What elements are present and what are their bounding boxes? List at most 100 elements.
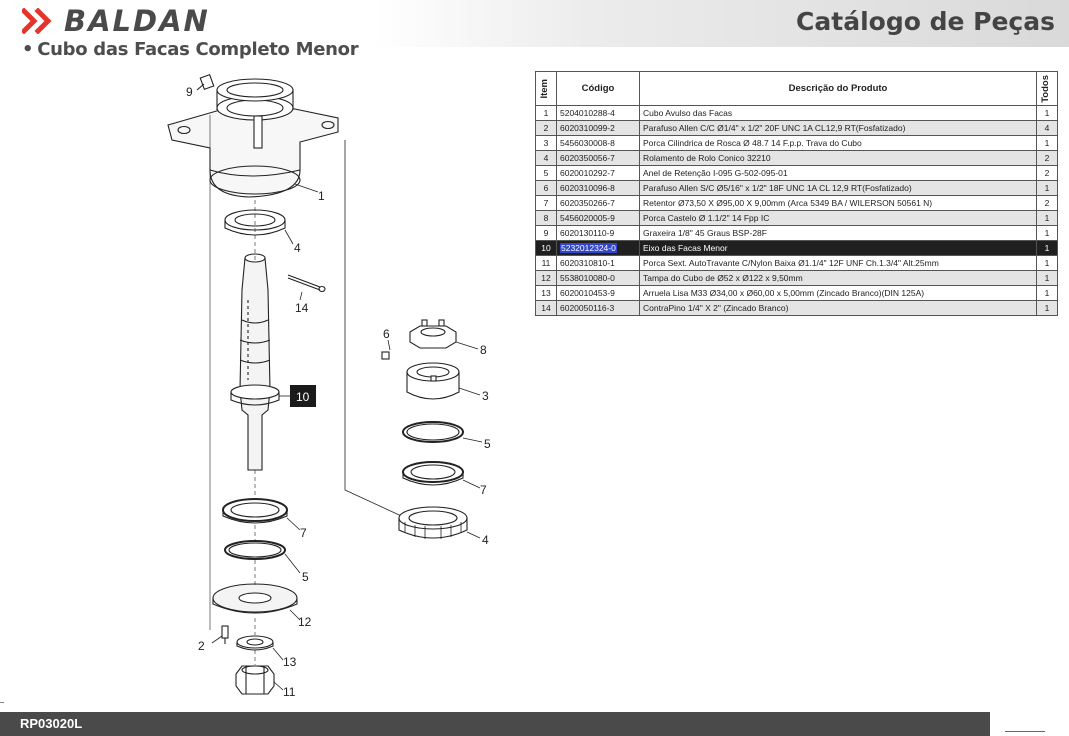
callout-7-right: 7 — [480, 483, 487, 497]
cell-qty: 2 — [1036, 150, 1058, 166]
cell-code: 5232012324-0 — [556, 240, 640, 256]
cell-item-text: 5 — [543, 167, 549, 178]
cell-qty-text: 2 — [1044, 197, 1050, 208]
part-cover — [212, 583, 298, 614]
cell-qty: 1 — [1036, 255, 1058, 271]
cell-item: 12 — [535, 270, 557, 286]
part-screw — [221, 625, 229, 644]
catalog-title: Catálogo de Peças — [796, 7, 1055, 36]
part-castle-nut — [409, 319, 457, 349]
cell-qty: 4 — [1036, 120, 1058, 136]
part-hub — [167, 78, 339, 198]
column-header-description: Descrição do Produto — [639, 71, 1037, 106]
callout-12: 12 — [298, 615, 312, 629]
cell-description: Porca Sext. AutoTravante C/Nylon Baixa Ø… — [639, 255, 1037, 271]
callout-3: 3 — [482, 389, 489, 403]
cell-code: 5204010288-4 — [556, 105, 640, 121]
cell-qty: 1 — [1036, 225, 1058, 241]
cell-description: Tampa do Cubo de Ø52 x Ø122 x 9,50mm — [639, 270, 1037, 286]
margin-tick — [0, 702, 4, 703]
callout-13: 13 — [283, 655, 297, 669]
cell-qty-text: 1 — [1044, 227, 1050, 238]
cell-item: 8 — [535, 210, 557, 226]
cell-code: 6020310099-2 — [556, 120, 640, 136]
cell-code: 6020050116-3 — [556, 300, 640, 316]
double-chevron-icon — [22, 8, 52, 34]
cell-code-text: 5538010080-0 — [560, 272, 615, 283]
cell-code-text: 6020130110-9 — [560, 227, 615, 238]
callout-10: 10 — [296, 390, 310, 404]
brand-logo: BALDAN — [22, 6, 210, 36]
cell-description-text: Rolamento de Rolo Conico 32210 — [643, 152, 771, 163]
cell-code: 6020130110-9 — [556, 225, 640, 241]
cell-description: Rolamento de Rolo Conico 32210 — [639, 150, 1037, 166]
cell-description: Cubo Avulso das Facas — [639, 105, 1037, 121]
cell-item: 5 — [535, 165, 557, 181]
cell-item-text: 7 — [543, 197, 549, 208]
column-header-qty: Todos — [1036, 71, 1058, 106]
cell-description: Porca Cilindrica de Rosca Ø 48.7 14 F.p.… — [639, 135, 1037, 151]
cell-qty-text: 1 — [1044, 302, 1050, 313]
table-row[interactable]: 11 6020310810-1 Porca Sext. AutoTravante C… — [535, 255, 1058, 271]
cell-code-text: 6020310096-8 — [560, 182, 615, 193]
cell-code: 6020010292-7 — [556, 165, 640, 181]
cell-description-text: ContraPino 1/4" X 2" (Zincado Branco) — [643, 302, 789, 313]
cell-code: 6020310810-1 — [556, 255, 640, 271]
cell-code-text: 6020010453-9 — [560, 287, 615, 298]
column-header-code: Código — [556, 71, 640, 106]
part-nut — [235, 665, 275, 695]
cell-item-text: 10 — [541, 242, 551, 253]
cell-item-text: 9 — [543, 227, 549, 238]
cell-qty: 1 — [1036, 135, 1058, 151]
cell-item-text: 12 — [541, 272, 551, 283]
callout-2: 2 — [198, 639, 205, 653]
page-subtitle: •Cubo das Facas Completo Menor — [22, 38, 359, 62]
callout-4: 4 — [294, 241, 301, 255]
cell-item: 1 — [535, 105, 557, 121]
cell-code: 5538010080-0 — [556, 270, 640, 286]
cell-item: 9 — [535, 225, 557, 241]
cell-description: Parafuso Allen C/C Ø1/4" x 1/2" 20F UNC … — [639, 120, 1037, 136]
header-band — [0, 0, 1069, 47]
cell-item-text: 4 — [543, 152, 549, 163]
cell-description-text: Retentor Ø73,50 X Ø95,00 X 9,00mm (Arca … — [643, 197, 933, 208]
part-bearing-right — [398, 506, 468, 539]
cell-item: 4 — [535, 150, 557, 166]
footer-bar: RP03020L — [0, 712, 990, 736]
subtitle-text: Cubo das Facas Completo Menor — [37, 39, 359, 60]
cell-code: 5456020005-9 — [556, 210, 640, 226]
cell-item-text: 6 — [543, 182, 549, 193]
cell-qty: 1 — [1036, 285, 1058, 301]
callout-5: 5 — [302, 570, 309, 584]
cell-description: ContraPino 1/4" X 2" (Zincado Branco) — [639, 300, 1037, 316]
cell-code-text: 6020310810-1 — [560, 257, 615, 268]
callout-11: 11 — [283, 685, 296, 699]
callout-8: 8 — [480, 343, 487, 357]
cell-item-text: 11 — [541, 257, 551, 268]
cell-description: Arruela Lisa M33 Ø34,00 x Ø60,00 x 5,00m… — [639, 285, 1037, 301]
part-washer — [236, 635, 274, 651]
callout-14: 14 — [295, 301, 309, 315]
cell-description: Retentor Ø73,50 X Ø95,00 X 9,00mm (Arca … — [639, 195, 1037, 211]
parts-table: Item Código Descrição do Produto Todos 1… — [535, 71, 1058, 316]
cell-qty-text: 1 — [1044, 287, 1050, 298]
part-snap-ring-bottom — [224, 540, 286, 560]
cell-description: Porca Castelo Ø 1.1/2" 14 Fpp IC — [639, 210, 1037, 226]
cell-qty: 1 — [1036, 105, 1058, 121]
cell-code: 6020310096-8 — [556, 180, 640, 196]
cell-item: 14 — [535, 300, 557, 316]
cell-qty-text: 1 — [1044, 242, 1050, 253]
table-row[interactable]: 12 5538010080-0 Tampa do Cubo de Ø52 x Ø12… — [535, 270, 1058, 286]
